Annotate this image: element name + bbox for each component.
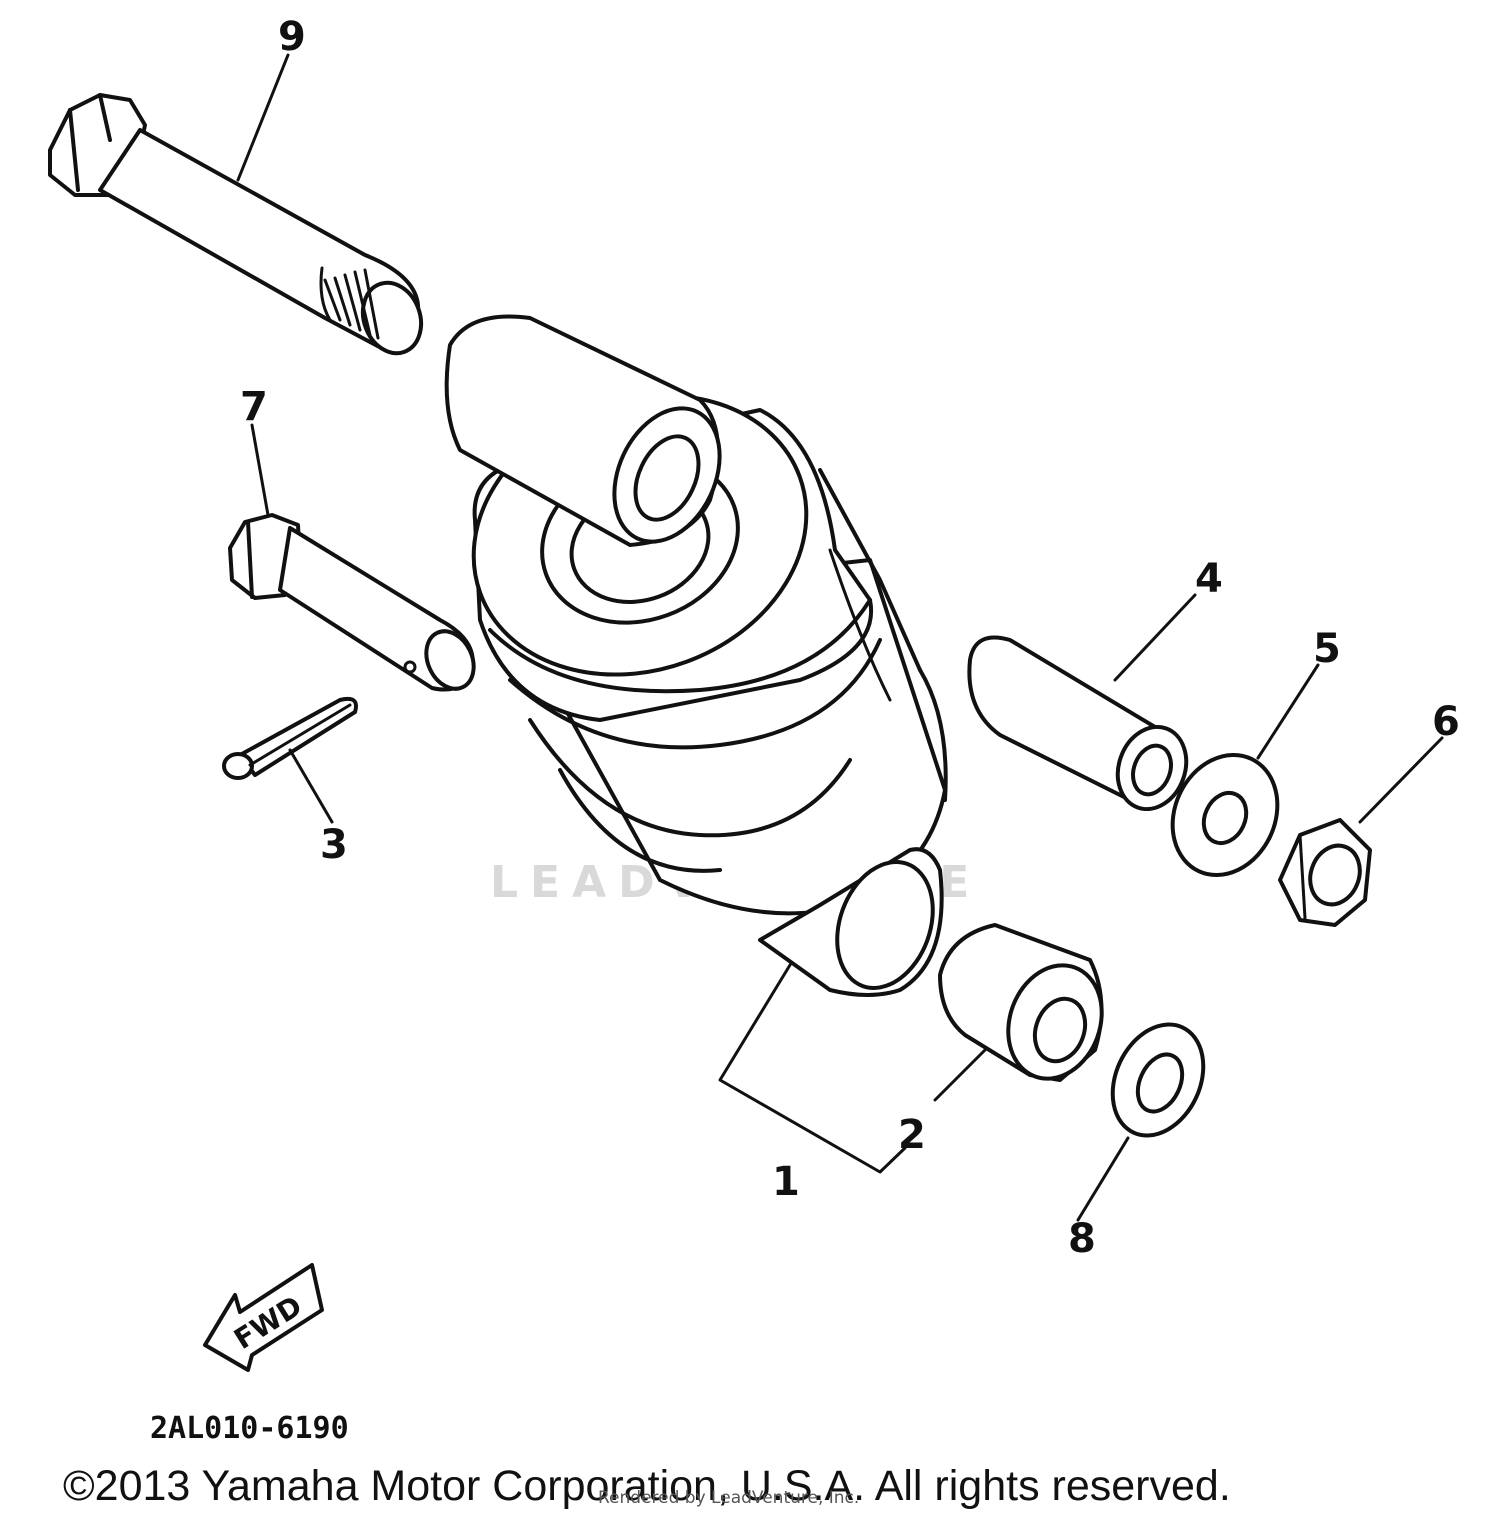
callout-7: 7 (240, 384, 268, 430)
part-6-nut (1278, 818, 1372, 927)
part-1-shock-absorber (444, 314, 948, 997)
part-5-washer (1170, 752, 1280, 878)
rendered-by-text: Rendered by LeadVenture, Inc. (598, 1488, 859, 1508)
part-9-cotter-pin (222, 696, 358, 780)
callout-9: 3 (320, 822, 348, 868)
part-2-bushing (938, 923, 1104, 1082)
copyright-text: ©2013 Yamaha Motor Corporation, U.S.A. A… (63, 1462, 1231, 1510)
part-7-pin (228, 513, 476, 692)
callout-8: 8 (1068, 1216, 1096, 1262)
fwd-arrow-icon: FWD (203, 1263, 324, 1372)
part-3-bolt (48, 93, 424, 356)
callout-4: 4 (1195, 556, 1223, 602)
leader-lines (236, 53, 1444, 1222)
callout-2: 2 (898, 1112, 926, 1158)
diagram-code: 2AL010-6190 (150, 1411, 349, 1446)
callout-3: 9 (278, 14, 306, 60)
part-4-collar (967, 635, 1189, 812)
part-8-washer (1110, 1022, 1206, 1138)
callout-6: 6 (1432, 699, 1460, 745)
callout-5: 5 (1313, 626, 1341, 672)
callout-1: 1 (772, 1159, 800, 1205)
